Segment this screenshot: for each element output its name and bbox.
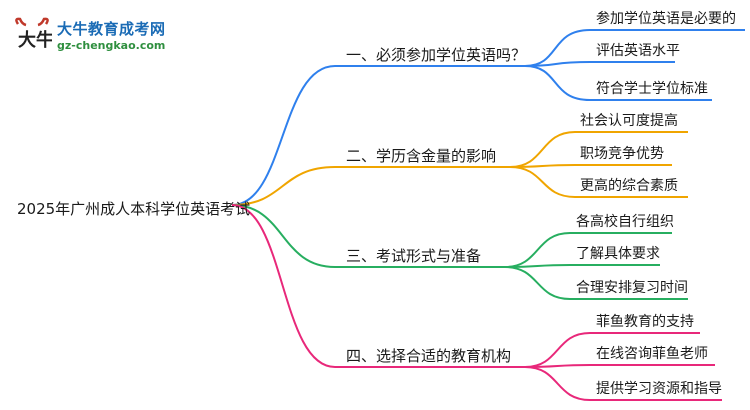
connector-2-2 <box>509 164 672 168</box>
connector-1-3 <box>524 65 712 101</box>
branch-2-label: 二、学历含金量的影响 <box>346 147 497 165</box>
connector-4-2 <box>524 364 715 368</box>
leaf-3-2: 了解具体要求 <box>576 246 660 262</box>
connector-branch-2 <box>231 166 510 206</box>
leaf-3-3: 合理安排复习时间 <box>576 280 688 296</box>
connector-4-1 <box>524 332 700 368</box>
leaf-1-2: 评估英语水平 <box>596 43 680 59</box>
logo-title: 大牛教育成考网 <box>57 20 166 38</box>
leaf-1-1: 参加学位英语是必要的 <box>596 11 736 27</box>
site-logo[interactable]: 大牛 大牛教育成考网 gz-chengkao.com <box>12 14 172 56</box>
connector-4-3 <box>524 366 722 401</box>
connector-2-1 <box>509 131 688 168</box>
leaf-2-1: 社会认可度提高 <box>580 113 678 129</box>
branch-1-label: 一、必须参加学位英语吗？ <box>346 46 527 64</box>
logo-url: gz-chengkao.com <box>57 39 166 52</box>
branch-3-label: 三、考试形式与准备 <box>346 247 482 265</box>
bull-logo-icon: 大牛 <box>15 17 52 51</box>
connector-3-2 <box>504 264 660 268</box>
leaf-2-2: 职场竞争优势 <box>580 146 664 162</box>
connector-3-1 <box>504 232 672 268</box>
connector-3-3 <box>504 266 688 300</box>
branch-4-label: 四、选择合适的教育机构 <box>346 347 512 365</box>
connector-branch-3 <box>231 204 505 268</box>
connector-1-2 <box>524 61 675 67</box>
leaf-4-2: 在线咨询菲鱼老师 <box>596 346 708 362</box>
connector-1-1 <box>524 29 745 67</box>
leaf-1-3: 符合学士学位标准 <box>596 81 708 97</box>
logo-mark-text: 大牛 <box>18 29 52 51</box>
connector-2-3 <box>509 166 688 198</box>
leaf-4-1: 菲鱼教育的支持 <box>596 314 694 330</box>
leaf-2-3: 更高的综合素质 <box>580 178 678 194</box>
leaf-3-1: 各高校自行组织 <box>576 214 674 230</box>
root-node: 2025年广州成人本科学位英语考试 <box>17 200 251 218</box>
connector-branch-1 <box>231 65 525 206</box>
leaf-4-3: 提供学习资源和指导 <box>596 381 722 397</box>
connector-branch-4 <box>231 204 525 368</box>
